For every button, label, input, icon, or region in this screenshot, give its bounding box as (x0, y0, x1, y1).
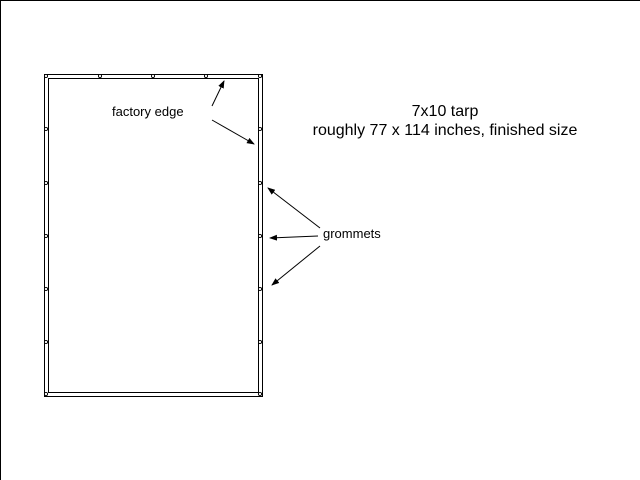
grommet-dot (257, 286, 263, 292)
grommet-dot (43, 286, 49, 292)
grommets-arrow-lower (271, 245, 321, 286)
tarp-inner-edge (48, 78, 259, 393)
grommet-group (43, 73, 263, 397)
grommet-dot (257, 233, 263, 239)
grommet-dot (43, 339, 49, 345)
factory-edge-arrow-top (211, 80, 225, 107)
tarp-title-block: 7x10 tarp roughly 77 x 114 inches, finis… (290, 102, 600, 140)
grommet-dot (43, 180, 49, 186)
tarp-title: 7x10 tarp (411, 103, 479, 120)
grommet-dot (257, 391, 263, 397)
grommet-dot (150, 73, 156, 79)
grommets-arrow-upper (267, 187, 321, 229)
grommet-dot (43, 126, 49, 132)
grommet-dot (257, 180, 263, 186)
grommets-label: grommets (323, 226, 381, 241)
grommet-dot (97, 73, 103, 79)
grommet-dot (257, 73, 263, 79)
tarp-size-note: roughly 77 x 114 inches, finished size (312, 122, 578, 139)
grommet-dot (43, 391, 49, 397)
grommet-dot (257, 339, 263, 345)
grommet-dot (203, 73, 209, 79)
grommets-arrow-middle (269, 234, 319, 241)
factory-edge-label: factory edge (112, 104, 184, 119)
grommet-dot (43, 233, 49, 239)
factory-edge-arrow-side (211, 119, 255, 145)
tarp-outer-edge (44, 74, 263, 397)
grommet-dot (257, 126, 263, 132)
grommet-dot (43, 73, 49, 79)
